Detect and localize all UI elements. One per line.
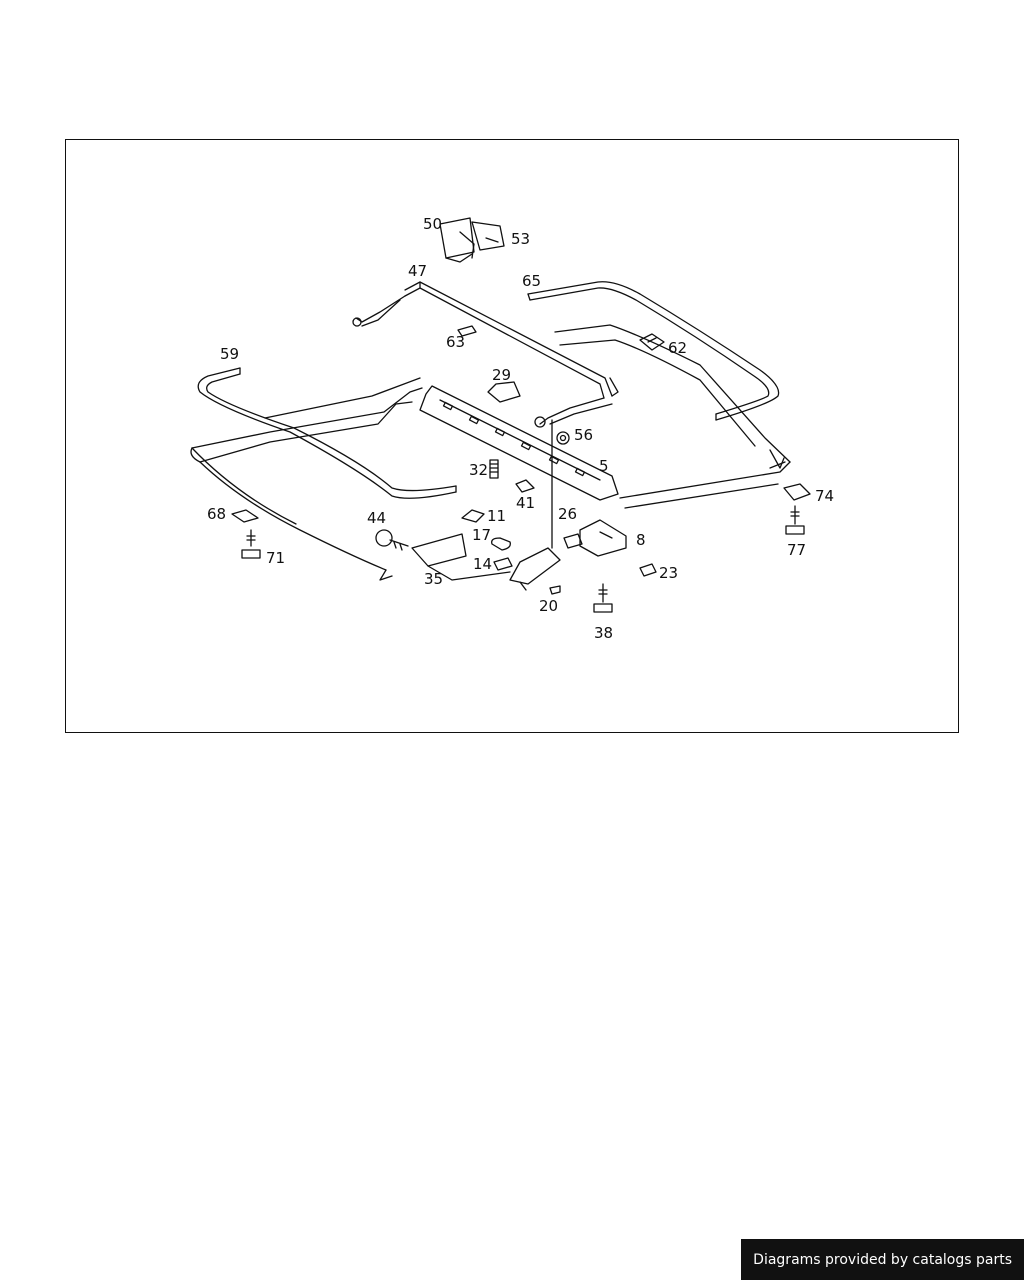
callout-71[interactable]: 71 — [266, 549, 286, 567]
callout-56[interactable]: 56 — [574, 426, 594, 444]
callout-59[interactable]: 59 — [220, 345, 240, 363]
screw-38 — [593, 583, 613, 613]
callout-53[interactable]: 53 — [511, 230, 531, 248]
screw-71 — [241, 529, 261, 559]
callout-23[interactable]: 23 — [659, 564, 679, 582]
part-32 — [489, 459, 499, 479]
callout-65[interactable]: 65 — [522, 272, 542, 290]
part-44 — [375, 529, 409, 551]
callout-77[interactable]: 77 — [787, 541, 807, 559]
credit-banner: Diagrams provided by catalogs parts — [741, 1239, 1024, 1280]
part-23 — [639, 563, 657, 577]
callout-63[interactable]: 63 — [446, 333, 466, 351]
part-8 — [579, 519, 627, 557]
part-35 — [411, 533, 511, 581]
callout-14[interactable]: 14 — [473, 555, 493, 573]
callout-38[interactable]: 38 — [594, 624, 614, 642]
part-29 — [487, 381, 521, 403]
callout-62[interactable]: 62 — [668, 339, 688, 357]
part-62 — [639, 333, 665, 351]
seal-right — [527, 281, 780, 421]
callout-5[interactable]: 5 — [599, 457, 609, 475]
callout-11[interactable]: 11 — [487, 507, 507, 525]
part-41 — [515, 479, 535, 493]
part-68 — [231, 509, 259, 523]
seal-left — [197, 367, 457, 499]
lever-assembly — [509, 419, 561, 591]
callout-29[interactable]: 29 — [492, 366, 512, 384]
roof-frame — [190, 324, 791, 581]
part-56 — [556, 431, 570, 445]
callout-50[interactable]: 50 — [423, 215, 443, 233]
credit-text: Diagrams provided by catalogs parts — [753, 1251, 1012, 1268]
callout-74[interactable]: 74 — [815, 487, 835, 505]
cable-guide — [419, 385, 619, 501]
part-53 — [471, 221, 505, 251]
part-63 — [457, 325, 477, 337]
callout-68[interactable]: 68 — [207, 505, 227, 523]
callout-44[interactable]: 44 — [367, 509, 387, 527]
callout-20[interactable]: 20 — [539, 597, 559, 615]
part-74 — [783, 483, 811, 501]
part-26 — [563, 533, 583, 549]
callout-17[interactable]: 17 — [472, 526, 492, 544]
callout-32[interactable]: 32 — [469, 461, 489, 479]
part-17 — [491, 537, 511, 551]
front-rail — [352, 281, 619, 428]
callout-47[interactable]: 47 — [408, 262, 428, 280]
callout-8[interactable]: 8 — [636, 531, 646, 549]
part-20 — [549, 585, 561, 595]
screw-77 — [785, 505, 805, 535]
callout-26[interactable]: 26 — [558, 505, 578, 523]
part-14 — [493, 557, 513, 571]
callout-41[interactable]: 41 — [516, 494, 536, 512]
part-11 — [461, 509, 485, 523]
part-50 — [439, 217, 475, 263]
callout-35[interactable]: 35 — [424, 570, 444, 588]
